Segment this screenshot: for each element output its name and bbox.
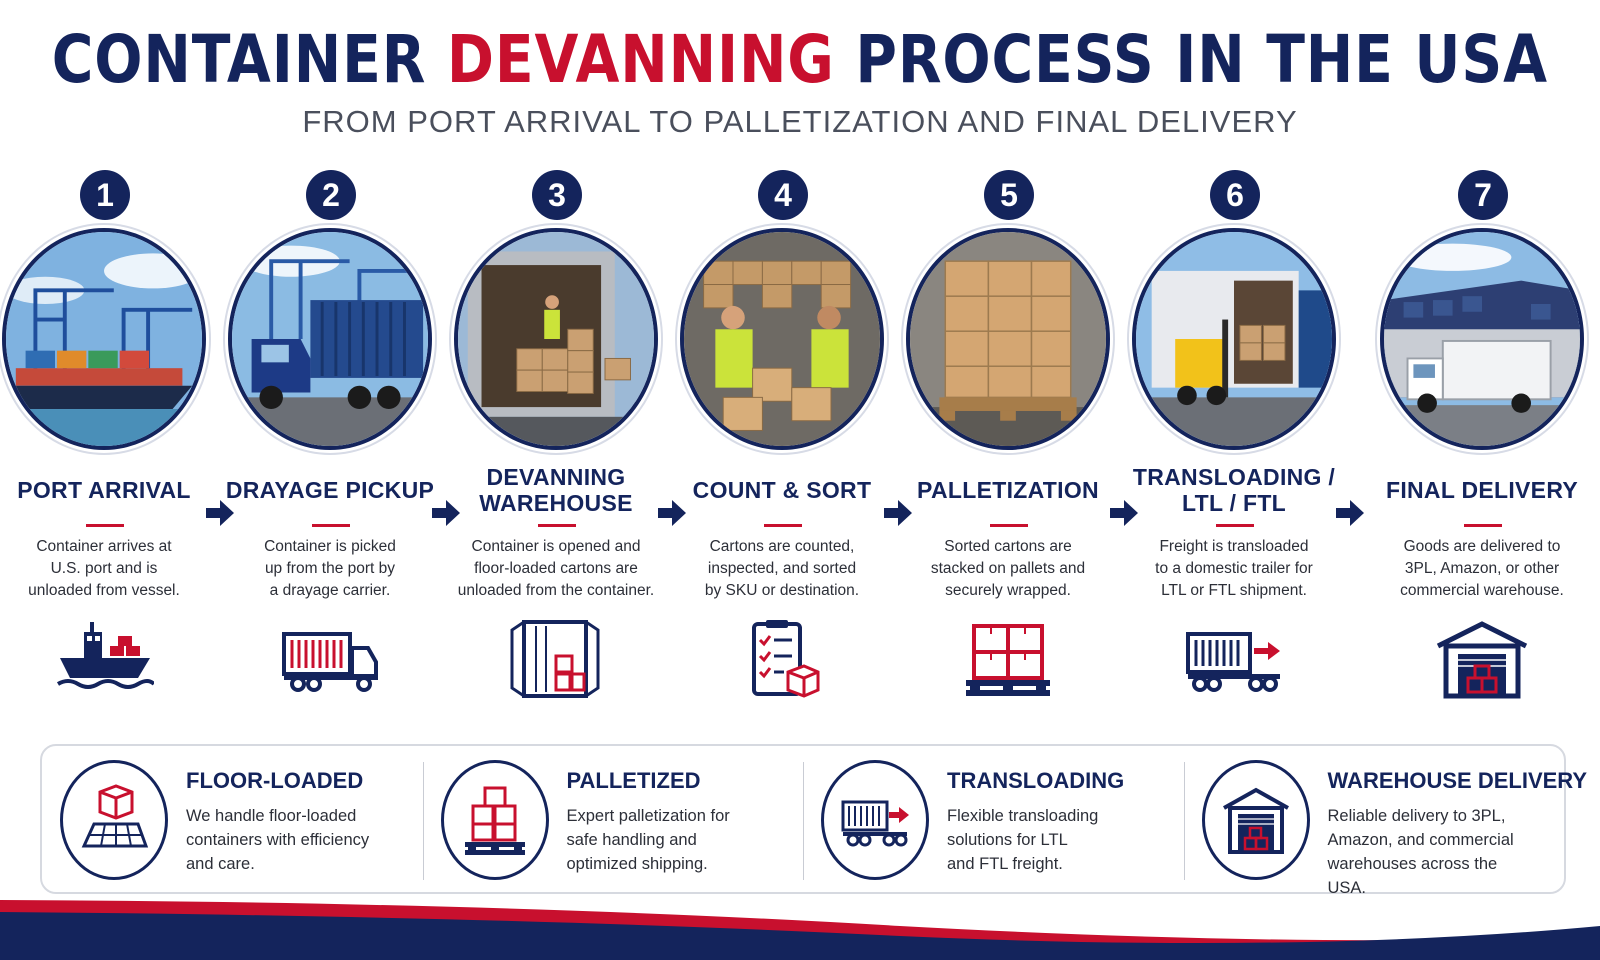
step-number-badge: 2 <box>306 170 356 220</box>
step-arrow-6 <box>1336 500 1364 526</box>
count-sort-photo <box>680 228 884 450</box>
warehouse-delivery-icon <box>1201 760 1310 880</box>
container-truck-icon <box>280 618 380 700</box>
checklist-box-icon <box>732 618 832 700</box>
feature-title: TRANSLOADING <box>947 768 1125 793</box>
title-accent: DEVANNING <box>447 20 835 98</box>
feature-title: FLOOR-LOADED <box>186 768 364 793</box>
step-number-badge: 6 <box>1210 170 1260 220</box>
step-title-underline <box>1464 524 1502 527</box>
step-arrow-4 <box>884 500 912 526</box>
feature-warehouse-delivery: WAREHOUSE DELIVERY Reliable delivery to … <box>1183 746 1587 897</box>
step-arrow-2 <box>432 500 460 526</box>
palletization-photo <box>906 228 1110 450</box>
step-title-underline <box>990 524 1028 527</box>
title-part-2: PROCESS IN THE USA <box>855 20 1549 98</box>
step-count-sort: 4 COUNT & SORT Cartons are counted,ins <box>672 170 892 710</box>
process-steps: 1 PORT ARRIVAL Container arrives <box>0 170 1600 710</box>
cargo-ship-icon <box>54 618 156 700</box>
open-container-icon <box>506 618 606 700</box>
feature-title: PALLETIZED <box>566 768 701 793</box>
step-title-underline <box>1216 524 1254 527</box>
step-title: PORT ARRIVAL <box>17 477 191 503</box>
port-arrival-photo <box>2 228 206 450</box>
step-number-badge: 1 <box>80 170 130 220</box>
step-drayage-pickup: 2 DRAYAGE PICKUP Container is pic <box>220 170 440 710</box>
feature-description: Reliable delivery to 3PL,Amazon, and com… <box>1327 807 1514 897</box>
step-arrow-1 <box>206 500 234 526</box>
step-number-badge: 5 <box>984 170 1034 220</box>
page-title: CONTAINER DEVANNING PROCESS IN THE USA <box>52 21 1548 98</box>
title-part-1: CONTAINER <box>51 20 427 98</box>
step-arrow-5 <box>1110 500 1138 526</box>
warehouse-icon <box>1432 618 1532 700</box>
final-delivery-photo <box>1380 228 1584 450</box>
pallet-boxes-icon <box>958 618 1058 700</box>
pallet-stack-icon <box>440 760 549 880</box>
box-on-floor-icon <box>60 760 168 880</box>
step-transloading: 6 TRANSLOADING /LTL / FTL Freight is tra… <box>1124 170 1344 710</box>
step-title: TRANSLOADING /LTL / FTL <box>1132 464 1336 516</box>
trailer-transfer-icon <box>821 760 929 880</box>
step-number-badge: 3 <box>532 170 582 220</box>
step-title-underline <box>538 524 576 527</box>
step-title-underline <box>86 524 124 527</box>
step-arrow-3 <box>658 500 686 526</box>
step-description: Cartons are counted,inspected, and sorte… <box>704 538 860 599</box>
step-title-underline <box>764 524 802 527</box>
transloading-photo <box>1132 228 1336 450</box>
step-number-badge: 4 <box>758 170 808 220</box>
step-title-underline <box>312 524 350 527</box>
step-title: DRAYAGE PICKUP <box>225 477 435 503</box>
drayage-pickup-photo <box>228 228 432 450</box>
step-title: COUNT & SORT <box>692 477 872 503</box>
trailer-arrow-icon <box>1184 618 1284 700</box>
step-title: PALLETIZATION <box>917 477 1099 503</box>
footer-swoosh <box>0 896 1600 960</box>
step-port-arrival: 1 PORT ARRIVAL Container arrives <box>0 170 214 710</box>
step-number-badge: 7 <box>1458 170 1508 220</box>
title-row: CONTAINER DEVANNING PROCESS IN THE USA <box>0 18 1600 100</box>
devanning-warehouse-photo <box>454 228 658 450</box>
feature-title: WAREHOUSE DELIVERY <box>1327 768 1588 793</box>
page-subtitle: FROM PORT ARRIVAL TO PALLETIZATION AND F… <box>302 104 1298 139</box>
step-title: FINAL DELIVERY <box>1385 477 1579 503</box>
